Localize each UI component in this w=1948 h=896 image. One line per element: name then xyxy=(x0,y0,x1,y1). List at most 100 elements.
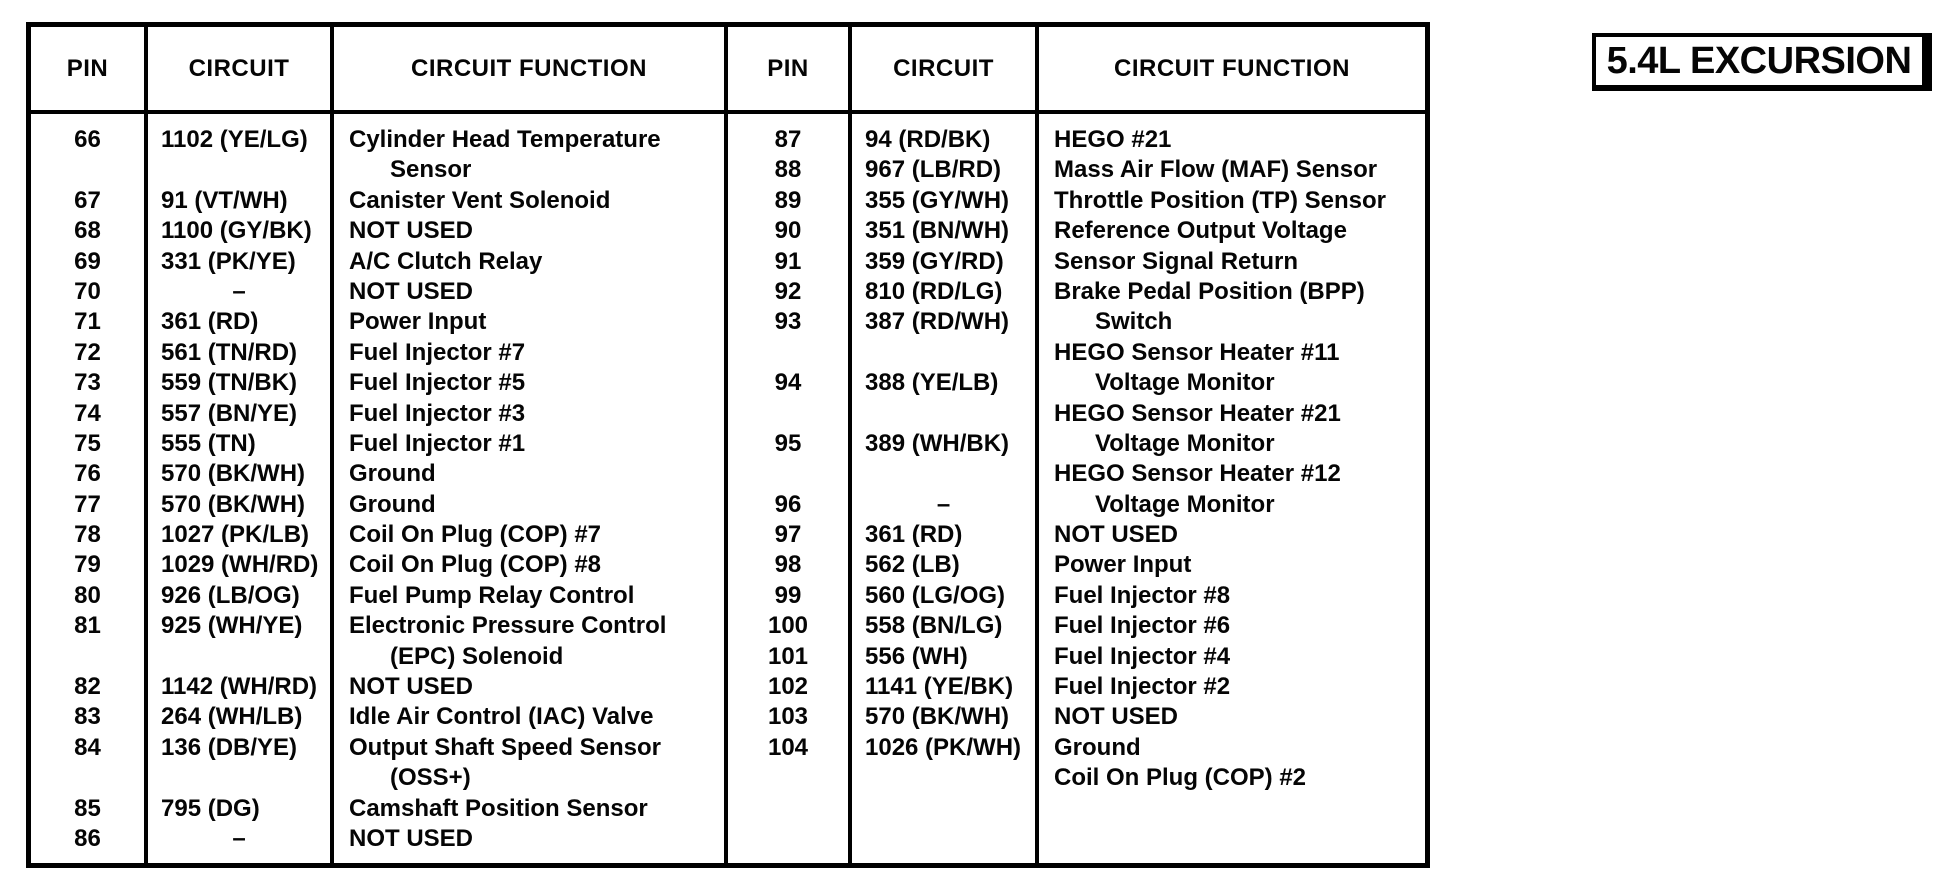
cell-function: Idle Air Control (IAC) Valve xyxy=(349,703,654,731)
cell-function: Camshaft Position Sensor xyxy=(349,794,648,822)
cell-circuit: 570 (BK/WH) xyxy=(161,490,306,518)
model-badge: 5.4L EXCURSION xyxy=(1592,33,1932,91)
cell-function: HEGO Sensor Heater #21 xyxy=(1054,399,1341,427)
cell-circuit xyxy=(852,399,1035,429)
circuit-column-right: CIRCUIT 94 (RD/BK) 967 (LB/RD)355 (GY/WH)… xyxy=(852,27,1039,863)
cell-circuit: 1141 (YE/BK) xyxy=(865,673,1014,701)
cell-function: Fuel Injector #4 xyxy=(1054,642,1231,670)
cell-pin: 75 xyxy=(74,429,101,457)
cell-pin: 77 xyxy=(74,490,101,518)
cell-circuit: 559 (TN/BK) xyxy=(161,369,298,397)
cell-circuit: 570 (BK/WH) xyxy=(161,460,306,488)
cell-circuit: 1029 (WH/RD) xyxy=(161,551,319,579)
circuit-cells-left: 1102 (YE/LG)91 (VT/WH)1100 (GY/BK)331 (P… xyxy=(148,114,330,863)
cell-circuit xyxy=(148,155,330,185)
pin-header-right: PIN xyxy=(728,27,848,114)
cell-function: Voltage Monitor xyxy=(1095,429,1275,457)
cell-circuit: 1100 (GY/BK) xyxy=(161,217,312,245)
cell-function: Fuel Injector #6 xyxy=(1054,612,1231,640)
cell-function: Fuel Injector #7 xyxy=(349,338,526,366)
cell-circuit: 1027 (PK/LB) xyxy=(161,521,310,549)
cell-pin: 70 xyxy=(74,277,101,305)
cell-pin: 82 xyxy=(74,673,101,701)
cell-circuit xyxy=(148,763,330,793)
cell-pin xyxy=(31,155,144,185)
cell-circuit: 355 (GY/WH) xyxy=(865,186,1010,214)
circuit-header-left: CIRCUIT xyxy=(148,27,330,114)
cell-pin xyxy=(728,763,848,793)
cell-pin xyxy=(728,399,848,429)
cell-function: Fuel Pump Relay Control xyxy=(349,581,635,609)
cell-function: HEGO Sensor Heater #12 xyxy=(1054,460,1341,488)
cell-circuit: 967 (LB/RD) xyxy=(865,156,1002,184)
cell-function: Fuel Injector #5 xyxy=(349,369,526,397)
cell-circuit: 560 (LG/OG) xyxy=(865,581,1006,609)
cell-pin: 88 xyxy=(774,156,802,184)
cell-pin xyxy=(31,642,144,672)
cell-function: Coil On Plug (COP) #2 xyxy=(1054,764,1307,792)
cell-function: Coil On Plug (COP) #7 xyxy=(349,521,602,549)
cell-pin: 104 xyxy=(767,733,809,761)
cell-function: Fuel Injector #2 xyxy=(1054,673,1231,701)
cell-circuit: 361 (RD) xyxy=(161,308,259,336)
cell-pin: 78 xyxy=(74,521,101,549)
cell-circuit: 91 (VT/WH) xyxy=(161,186,288,214)
cell-function: Cylinder Head Temperature xyxy=(349,126,661,153)
cell-circuit: – xyxy=(232,824,246,852)
pin-header-left: PIN xyxy=(31,27,144,114)
cell-circuit: 562 (LB) xyxy=(865,551,960,579)
cell-pin: 98 xyxy=(774,551,802,579)
cell-circuit: 1026 (PK/WH) xyxy=(865,733,1022,761)
cell-function: HEGO #21 xyxy=(1054,126,1172,153)
cell-circuit: 561 (TN/RD) xyxy=(161,338,298,366)
cell-pin: 71 xyxy=(74,308,101,336)
cell-circuit: 136 (DB/YE) xyxy=(161,733,298,761)
cell-function: Mass Air Flow (MAF) Sensor xyxy=(1054,156,1378,184)
cell-function: NOT USED xyxy=(349,277,474,305)
cell-circuit: 94 (RD/BK) xyxy=(865,126,991,153)
cell-pin: 83 xyxy=(74,703,101,731)
cell-circuit: 389 (WH/BK) xyxy=(865,429,1010,457)
function-column-left: CIRCUIT FUNCTION Cylinder Head Temperatu… xyxy=(334,27,728,863)
cell-circuit: 795 (DG) xyxy=(161,794,260,822)
cell-pin: 94 xyxy=(774,369,802,397)
cell-pin: 93 xyxy=(774,308,802,336)
circuit-header-right: CIRCUIT xyxy=(852,27,1035,114)
cell-function: Fuel Injector #8 xyxy=(1054,581,1231,609)
cell-circuit: 351 (BN/WH) xyxy=(865,217,1010,245)
cell-circuit: 264 (WH/LB) xyxy=(161,703,303,731)
cell-circuit: 570 (BK/WH) xyxy=(865,703,1010,731)
cell-function: Fuel Injector #1 xyxy=(349,429,526,457)
cell-circuit: 387 (RD/WH) xyxy=(865,308,1010,336)
cell-pin: 101 xyxy=(767,642,809,670)
cell-function: A/C Clutch Relay xyxy=(349,247,543,275)
cell-function: Reference Output Voltage xyxy=(1054,217,1347,245)
cell-pin: 84 xyxy=(74,733,101,761)
cell-function: Voltage Monitor xyxy=(1095,369,1275,397)
cell-function: Switch xyxy=(1095,308,1173,336)
cell-circuit: 556 (WH) xyxy=(865,642,968,670)
cell-pin: 102 xyxy=(767,673,809,701)
cell-pin: 85 xyxy=(74,794,101,822)
cell-function: Power Input xyxy=(349,308,487,336)
cell-function: Output Shaft Speed Sensor xyxy=(349,733,662,761)
function-header-left: CIRCUIT FUNCTION xyxy=(334,27,724,114)
cell-circuit: 810 (RD/LG) xyxy=(865,277,1003,305)
cell-circuit: 558 (BN/LG) xyxy=(865,612,1003,640)
function-header-right: CIRCUIT FUNCTION xyxy=(1039,27,1425,114)
cell-circuit xyxy=(852,338,1035,368)
cell-function: Electronic Pressure Control xyxy=(349,612,667,640)
cell-function: Ground xyxy=(1054,733,1141,761)
cell-function: NOT USED xyxy=(349,217,474,245)
cell-circuit xyxy=(852,763,1035,793)
cell-circuit xyxy=(148,642,330,672)
cell-function: (EPC) Solenoid xyxy=(390,642,564,670)
cell-circuit: – xyxy=(936,490,951,518)
cell-function: Canister Vent Solenoid xyxy=(349,186,611,214)
cell-circuit xyxy=(852,459,1035,489)
